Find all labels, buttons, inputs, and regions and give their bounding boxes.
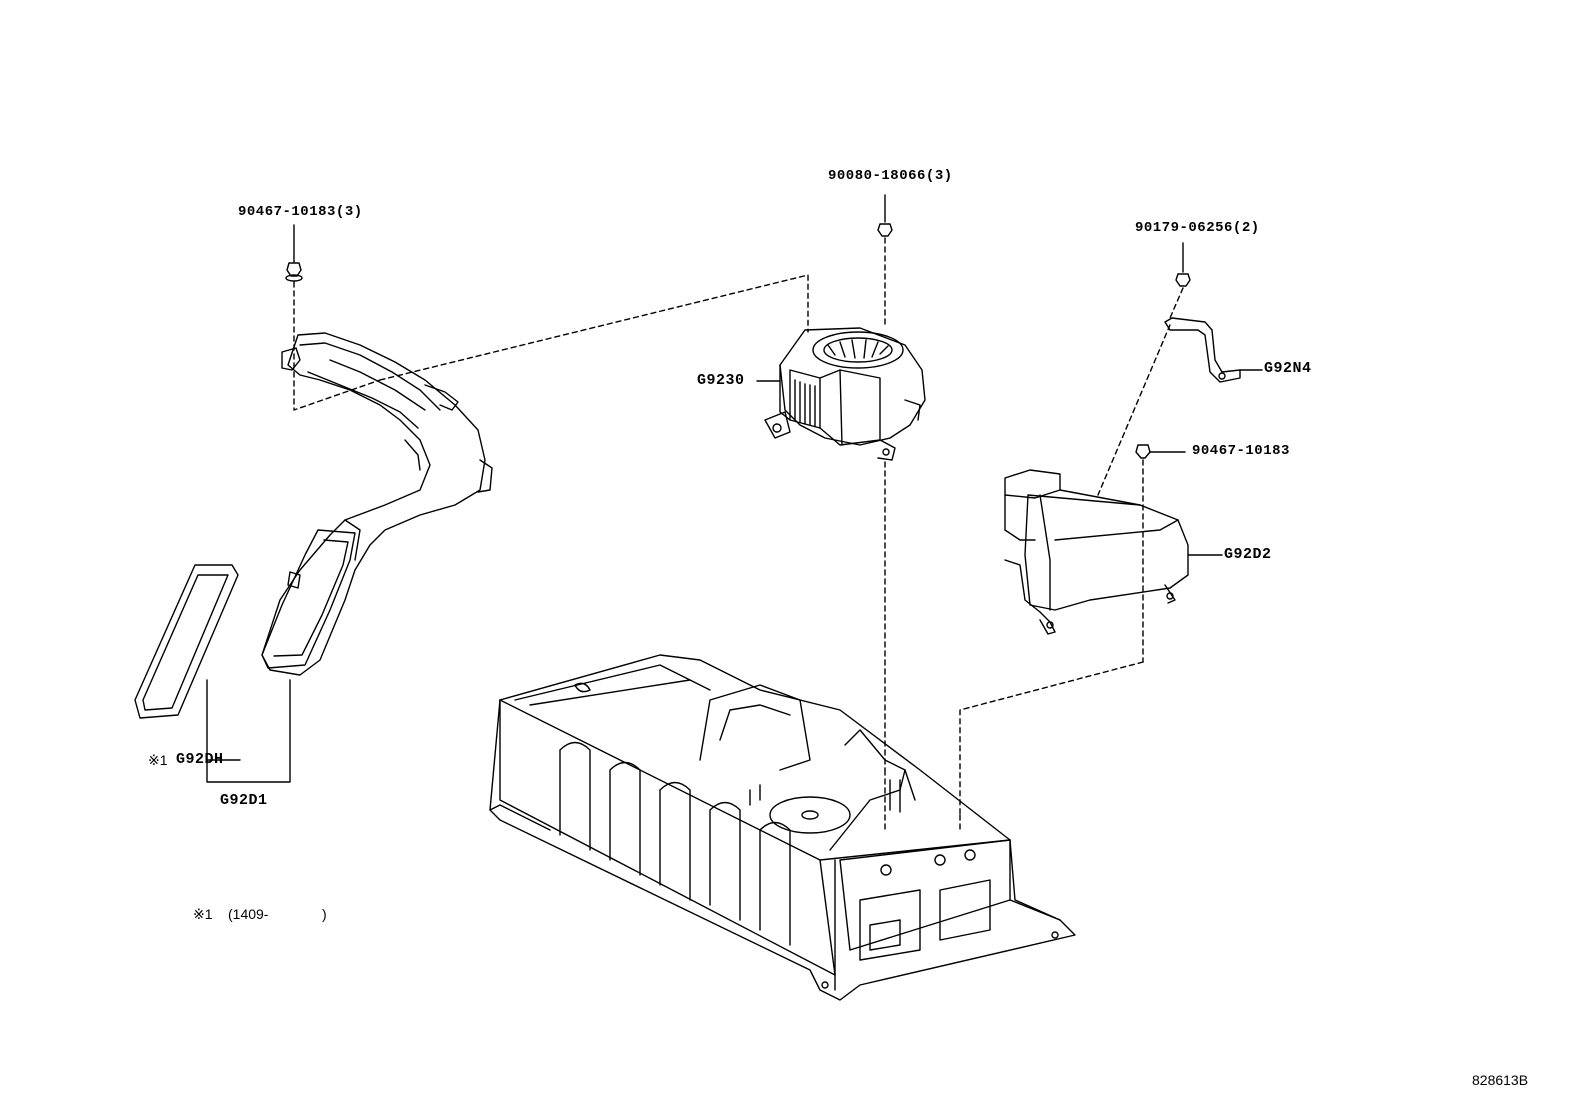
callout-bracket: G92N4 (1264, 360, 1312, 377)
callout-gasket: G92DH (176, 751, 224, 768)
callout-clip-right: 90467-10183 (1192, 443, 1290, 459)
gasket-footnote-mark: ※1 (148, 752, 168, 768)
bolt-left-icon (286, 225, 302, 281)
gasket-leader (207, 680, 240, 760)
reference-number: 828613B (1472, 1072, 1529, 1088)
right-air-duct (1005, 470, 1222, 634)
callout-bolt-left: 90467-10183(3) (238, 204, 363, 220)
callout-duct-left: G92D1 (220, 792, 268, 809)
blower-fan (757, 328, 925, 460)
clip-right-icon (1136, 445, 1185, 458)
left-air-duct (262, 333, 492, 675)
gasket (135, 565, 238, 718)
footnote-text: (1409- (228, 906, 269, 922)
nut-right-icon (1176, 243, 1190, 286)
footnote-close: ) (322, 906, 327, 922)
callout-duct-right: G92D2 (1224, 546, 1272, 563)
nut-top-icon (878, 195, 892, 236)
bracket-part (1165, 318, 1262, 382)
callout-nut-top: 90080-18066(3) (828, 168, 953, 184)
battery-pack (490, 655, 1075, 1000)
callout-blower: G9230 (697, 372, 745, 389)
left-duct-leader (207, 680, 290, 782)
callout-nut-right: 90179-06256(2) (1135, 220, 1260, 236)
footnote-mark: ※1 (193, 906, 213, 922)
